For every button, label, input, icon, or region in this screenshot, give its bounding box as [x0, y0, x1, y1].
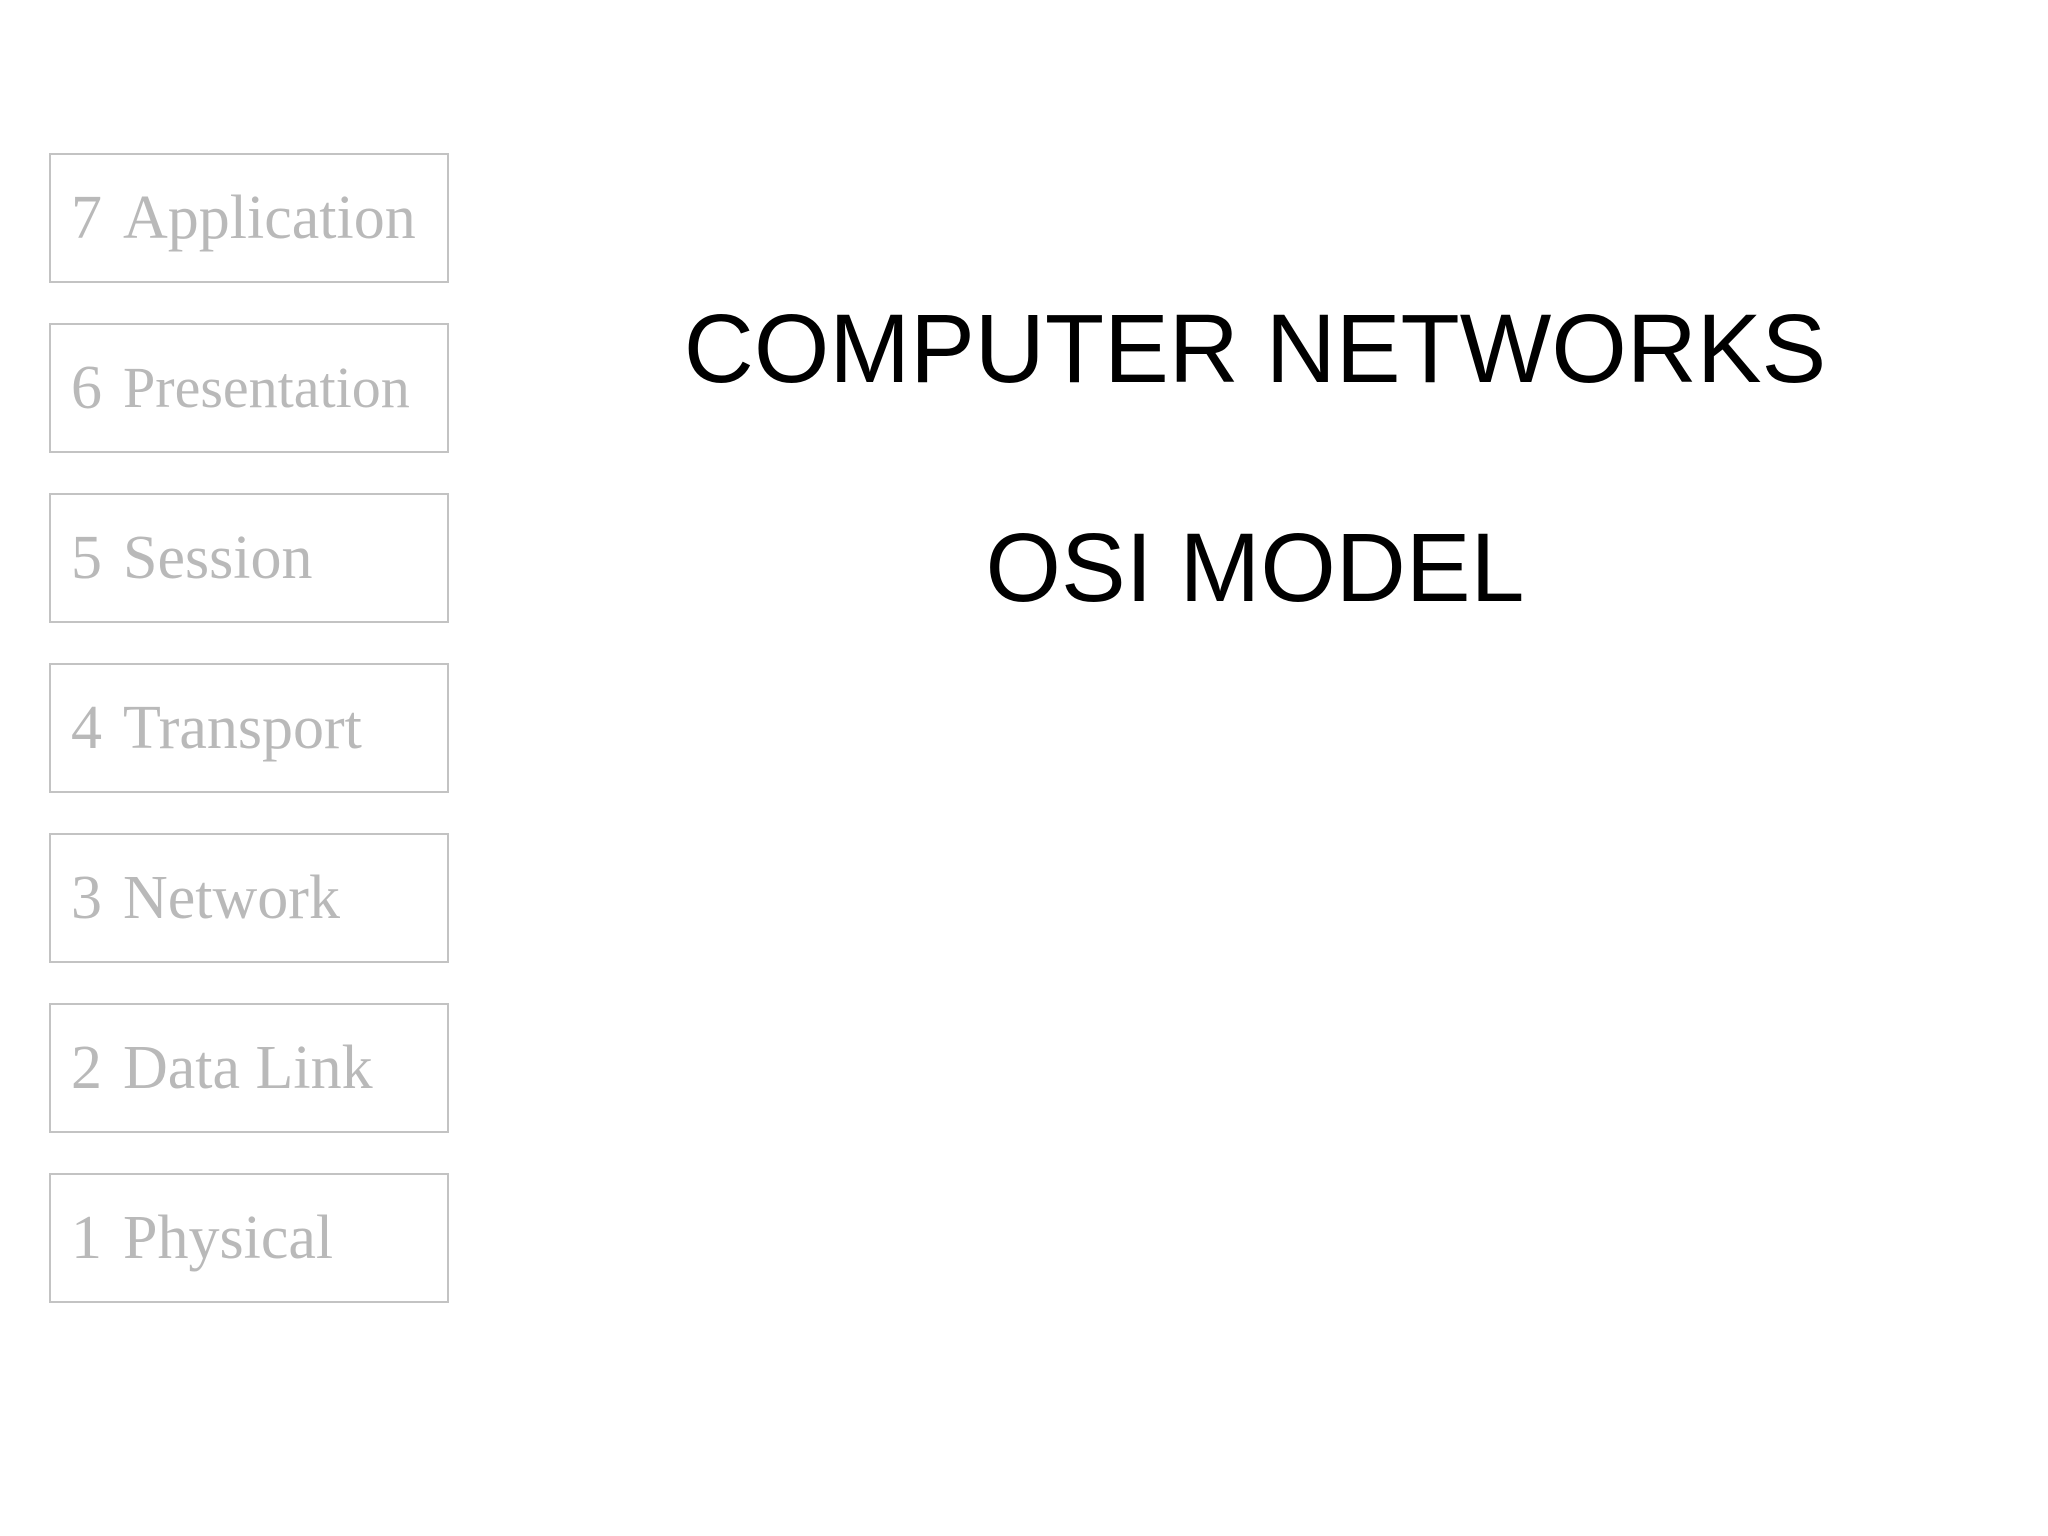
page-subtitle: OSI MODEL — [985, 512, 1525, 622]
osi-layer-number: 3 — [71, 864, 102, 932]
osi-layer-number: 4 — [71, 694, 102, 762]
slide-title-block: COMPUTER NETWORKS OSI MODEL — [640, 294, 1870, 622]
osi-layer-box-transport[interactable]: 4 Transport — [49, 663, 449, 793]
osi-layer-label: Application — [123, 184, 416, 252]
osi-layer-box-data-link[interactable]: 2 Data Link — [49, 1003, 449, 1133]
osi-layer-label: Session — [123, 524, 313, 592]
osi-layer-label: Physical — [123, 1204, 334, 1272]
osi-layer-number: 7 — [71, 184, 102, 252]
osi-layer-number: 6 — [71, 354, 102, 422]
osi-layer-label: Data Link — [123, 1034, 373, 1102]
title-spacer — [640, 399, 1870, 519]
osi-layer-number: 1 — [71, 1204, 102, 1272]
osi-layer-label: Network — [123, 864, 340, 932]
osi-layer-label: Presentation — [123, 355, 410, 420]
osi-layer-number: 5 — [71, 524, 102, 592]
osi-layer-box-application[interactable]: 7 Application — [49, 153, 449, 283]
osi-layer-box-network[interactable]: 3 Network — [49, 833, 449, 963]
osi-layer-label: Transport — [123, 694, 362, 762]
osi-layer-number: 2 — [71, 1034, 102, 1102]
page-title: COMPUTER NETWORKS — [683, 294, 1827, 403]
osi-layer-stack: 7 Application 6 Presentation 5 Session 4… — [49, 153, 449, 1303]
osi-layer-box-session[interactable]: 5 Session — [49, 493, 449, 623]
osi-layer-box-presentation[interactable]: 6 Presentation — [49, 323, 449, 453]
osi-layer-box-physical[interactable]: 1 Physical — [49, 1173, 449, 1303]
